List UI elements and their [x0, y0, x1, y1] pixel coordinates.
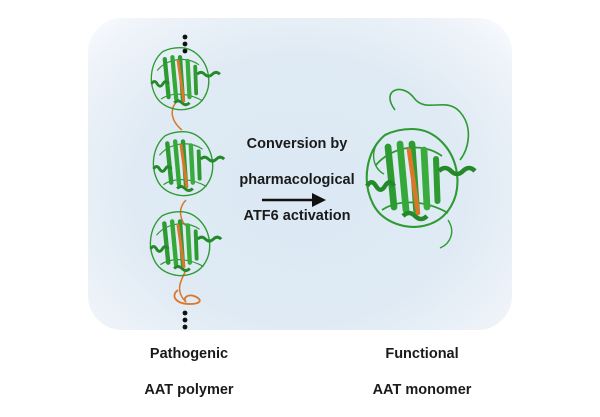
figure-artwork [0, 34, 600, 330]
caption-line: Conversion by [246, 136, 348, 152]
polymer-label-line: Pathogenic [149, 346, 229, 362]
aat-polymer-structure [150, 48, 224, 305]
polymer-label-line: AAT polymer [144, 382, 234, 398]
ellipsis-dots-icon [182, 310, 188, 330]
figure-background-panel [88, 18, 512, 330]
monomer-label: Functional AAT monomer [362, 327, 482, 417]
conversion-caption: Conversion by pharmacological ATF6 activ… [222, 117, 372, 243]
monomer-label-line: Functional [385, 346, 459, 362]
polymer-label: Pathogenic AAT polymer [124, 327, 254, 417]
monomer-label-line: AAT monomer [372, 382, 472, 398]
aat-monomer-structure [367, 88, 475, 249]
ellipsis-dots-icon [182, 34, 188, 54]
caption-line: ATF6 activation [243, 208, 351, 224]
caption-line: pharmacological [239, 172, 355, 188]
arrow-right-icon [262, 193, 326, 207]
